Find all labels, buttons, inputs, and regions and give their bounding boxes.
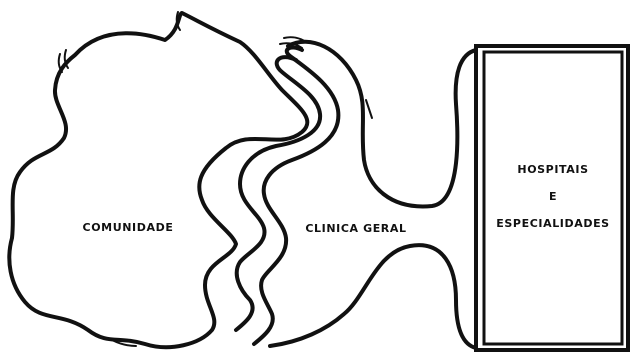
hospitals-label-line3: ESPECIALIDADES (496, 217, 609, 230)
community-label: COMUNIDADE (83, 221, 174, 234)
general-practice-inner-edge (254, 48, 338, 344)
general-practice-lower-funnel (270, 245, 476, 348)
general-practice-left-edge (236, 57, 320, 330)
hospitals-label-line1: HOSPITAIS (517, 163, 588, 176)
hospitals-label-line2: E (549, 190, 557, 203)
general-practice-label: CLINICA GERAL (305, 222, 406, 235)
motion-marks (59, 12, 372, 346)
